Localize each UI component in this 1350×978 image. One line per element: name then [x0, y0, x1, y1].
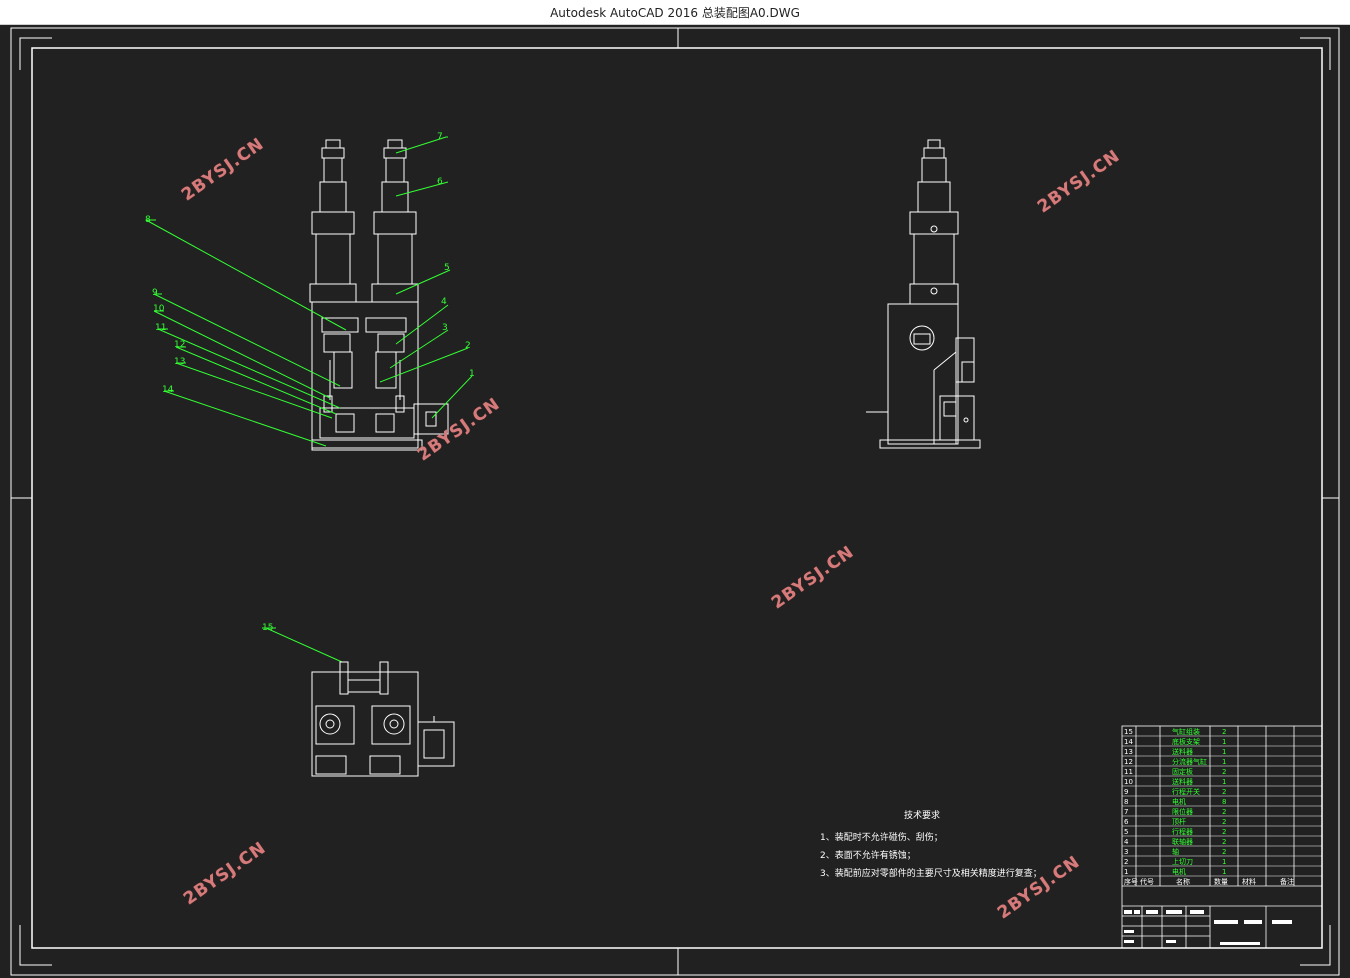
- balloon-4: 4: [441, 297, 447, 307]
- bom-row-name: 底板支架: [1172, 737, 1200, 746]
- bom-header-qty: 数量: [1214, 877, 1228, 886]
- top-view: [311, 661, 455, 777]
- bom-header: 序号 代号 名称 数量 材料 备注: [1124, 877, 1294, 886]
- bom-row-qty: 2: [1222, 828, 1226, 836]
- bom-row-qty: 1: [1222, 778, 1226, 786]
- bom-row-no: 2: [1124, 858, 1128, 866]
- bom-row-no: 13: [1124, 748, 1133, 756]
- balloon-labels: 1 2 3 4 5 6 7 8 9 10 11 12 13 14 15: [145, 132, 475, 633]
- drawing-frame: [10, 27, 1340, 976]
- bom-row-qty: 2: [1222, 838, 1226, 846]
- balloon-11: 11: [155, 323, 166, 333]
- bom-row-name: 行程开关: [1172, 787, 1200, 796]
- balloon-8: 8: [145, 215, 151, 225]
- bom-row-no: 3: [1124, 848, 1128, 856]
- balloon-14: 14: [162, 385, 174, 395]
- bom-header-material: 材料: [1242, 877, 1256, 886]
- balloon-1: 1: [469, 369, 475, 379]
- balloon-3: 3: [442, 323, 448, 333]
- bom-row-qty: 8: [1222, 798, 1226, 806]
- tech-item-3: 3、装配前应对零部件的主要尺寸及相关精度进行复查；: [820, 869, 1042, 879]
- bom-row-no: 5: [1124, 828, 1128, 836]
- side-view: [866, 139, 981, 449]
- bom-row-no: 1: [1124, 868, 1128, 876]
- bom-row-name: 气缸组装: [1172, 727, 1200, 736]
- bom-row-name: 联轴器: [1172, 837, 1193, 846]
- bom-row-name: 电机: [1172, 867, 1186, 876]
- bom-row-name: 顶杆: [1172, 817, 1186, 826]
- bom-row-no: 9: [1124, 788, 1128, 796]
- window-titlebar: Autodesk AutoCAD 2016 总装配图A0.DWG: [0, 0, 1350, 25]
- bom-row-no: 7: [1124, 808, 1128, 816]
- bom-header-name: 名称: [1176, 877, 1190, 886]
- bom-row-no: 15: [1124, 728, 1133, 736]
- balloon-7: 7: [437, 132, 443, 142]
- tech-item-1: 1、装配时不允许碰伤、刮伤；: [820, 833, 943, 843]
- front-view: [309, 139, 449, 451]
- bom-row-name: 限位器: [1172, 807, 1193, 816]
- bom-row-name: 送料器: [1172, 747, 1193, 756]
- bom-row-qty: 2: [1222, 788, 1226, 796]
- bom-row-no: 6: [1124, 818, 1129, 826]
- bom-header-no: 序号: [1124, 877, 1138, 886]
- bom-row-name: 送料器: [1172, 777, 1193, 786]
- balloon-2: 2: [465, 341, 471, 351]
- bom-row-qty: 2: [1222, 818, 1226, 826]
- balloon-15: 15: [262, 623, 273, 633]
- balloon-9: 9: [152, 288, 158, 298]
- bom-row-name: 上切刀: [1172, 857, 1193, 866]
- balloon-6: 6: [437, 177, 443, 187]
- bom-row-qty: 2: [1222, 808, 1226, 816]
- bom-row-lines: [1122, 735, 1322, 877]
- bom-row-no: 8: [1124, 798, 1128, 806]
- bom-row-no: 12: [1124, 758, 1133, 766]
- bom-header-remark: 备注: [1280, 877, 1294, 886]
- balloon-10: 10: [153, 304, 165, 314]
- title-block-fills: [1124, 910, 1292, 945]
- drawing-canvas[interactable]: 1 2 3 4 5 6 7 8 9 10 11 12 13 14 15: [0, 25, 1350, 978]
- bom-row-name: 分流器气缸: [1172, 757, 1207, 766]
- bom-row-name: 电机: [1172, 797, 1186, 806]
- bom-row-qty: 1: [1222, 748, 1226, 756]
- bom-header-code: 代号: [1140, 877, 1154, 886]
- bom-row-qty: 2: [1222, 728, 1226, 736]
- tech-item-2: 2、表面不允许有锈蚀；: [820, 851, 916, 861]
- bom-row-qty: 1: [1222, 758, 1226, 766]
- bom-row-no: 11: [1124, 768, 1133, 776]
- bom-row-no: 4: [1124, 838, 1129, 846]
- balloon-13: 13: [174, 357, 185, 367]
- bom-row-no: 10: [1124, 778, 1133, 786]
- balloon-5: 5: [444, 263, 450, 273]
- bom-row-no: 14: [1124, 738, 1133, 746]
- balloon-leaders: [145, 136, 473, 663]
- tech-heading: 技术要求: [904, 811, 941, 821]
- balloon-12: 12: [174, 340, 185, 350]
- drawing-svg[interactable]: 1 2 3 4 5 6 7 8 9 10 11 12 13 14 15: [0, 25, 1350, 978]
- bom-row-qty: 1: [1222, 738, 1226, 746]
- bom-row-qty: 1: [1222, 868, 1226, 876]
- bom-row-name: 行程器: [1172, 827, 1193, 836]
- bom-row-qty: 1: [1222, 858, 1226, 866]
- window-title: Autodesk AutoCAD 2016 总装配图A0.DWG: [550, 6, 800, 20]
- bom-row-qty: 2: [1222, 768, 1226, 776]
- bom-row-name: 轴: [1172, 847, 1179, 856]
- bom-row-name: 固定板: [1172, 767, 1193, 776]
- bom-row-qty: 2: [1222, 848, 1226, 856]
